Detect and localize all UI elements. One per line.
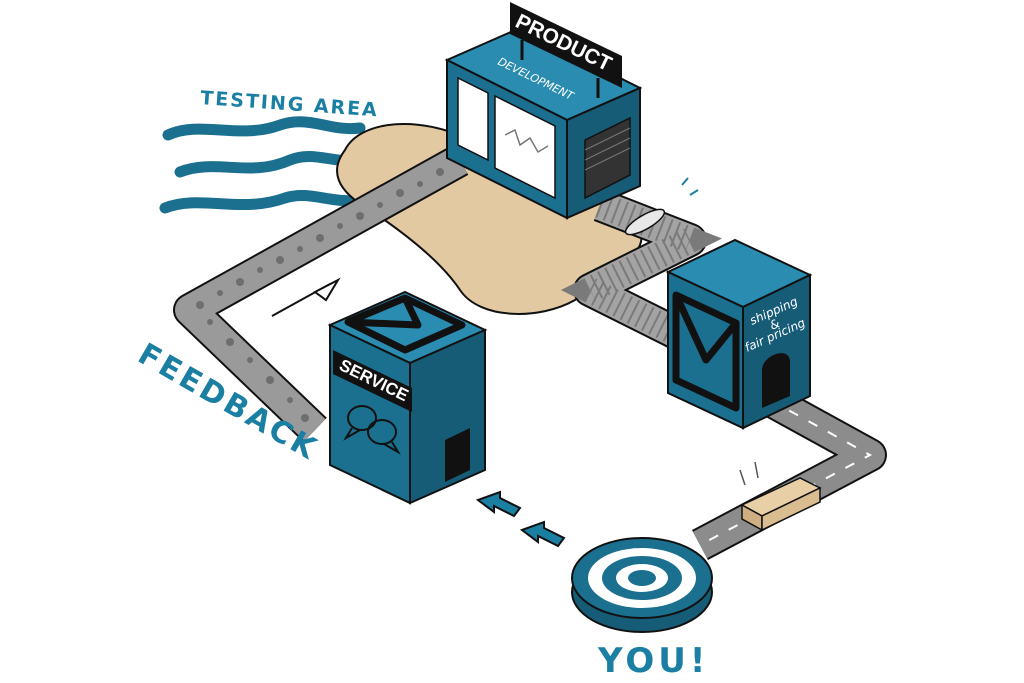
- road: [692, 385, 887, 561]
- shipping-building: shipping & fair pricing: [665, 238, 813, 430]
- target-icon: [571, 537, 713, 633]
- arrow-icon: [475, 490, 566, 548]
- chat-bubbles-icon: [343, 405, 401, 455]
- envelope-icon: [672, 291, 740, 412]
- service-sign: [333, 350, 412, 412]
- wave-icon: [159, 116, 371, 214]
- testing-area-label: TESTING AREA: [200, 87, 380, 121]
- package-icon: [739, 461, 822, 532]
- arrow-icon: [271, 277, 341, 317]
- cobble-path: [173, 145, 469, 443]
- envelope-icon: [344, 294, 466, 354]
- you-label: YOU!: [597, 641, 709, 681]
- service-building: SERVICE: [327, 290, 488, 505]
- product-sign: [510, 2, 622, 88]
- drone-icon: [624, 177, 699, 236]
